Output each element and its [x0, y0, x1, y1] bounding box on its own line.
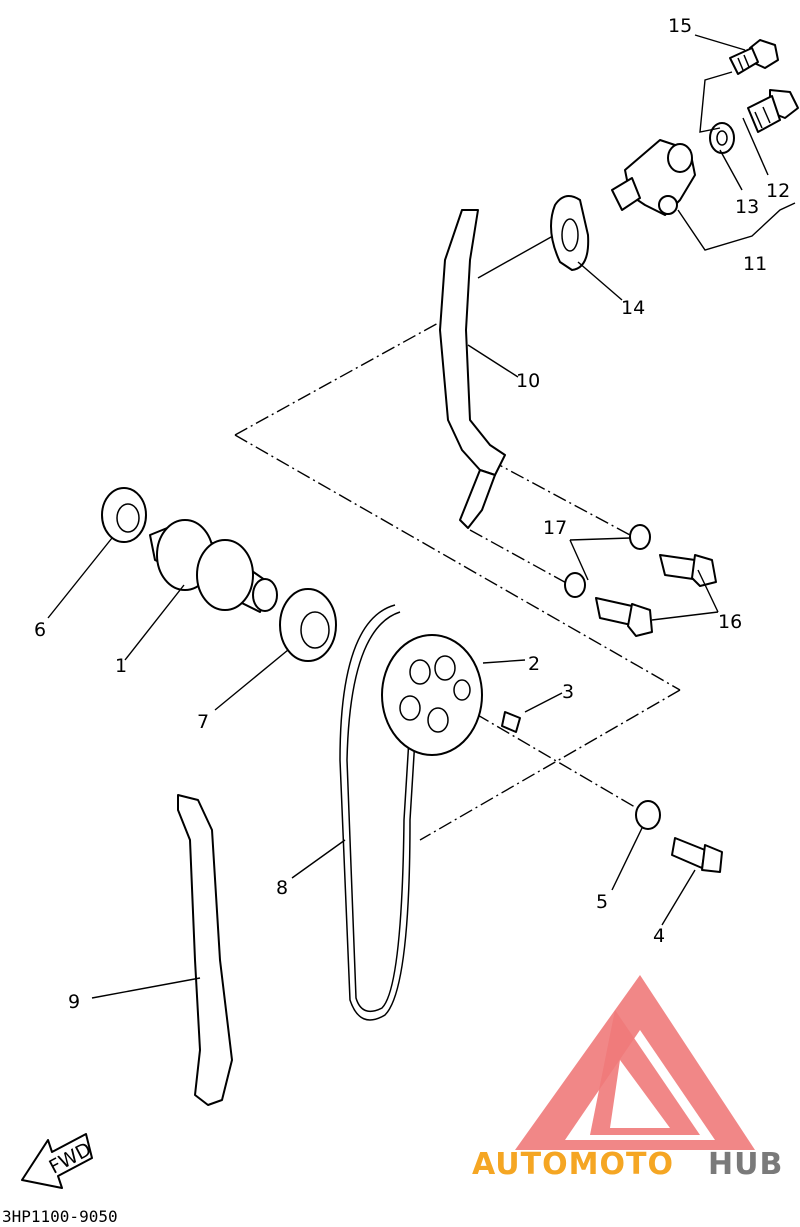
- drawing-code: 3HP1100-9050: [2, 1207, 118, 1226]
- camshaft-1: [149, 519, 278, 613]
- callout-15: 15: [668, 15, 692, 37]
- callout-8: 8: [276, 877, 288, 899]
- dowel-pin-3: [501, 711, 521, 733]
- bearing-7: [279, 588, 337, 662]
- bolt-15: [729, 39, 779, 75]
- callout-14: 14: [621, 297, 645, 319]
- callout-13: 13: [735, 196, 759, 218]
- callout-12: 12: [766, 180, 790, 202]
- bolt-4: [671, 837, 723, 873]
- timing-chain-8: [339, 604, 419, 1021]
- cam-sprocket-2: [381, 634, 483, 756]
- callout-4: 4: [653, 925, 665, 947]
- assembly-outline: [234, 231, 681, 841]
- washer-5: [635, 800, 661, 830]
- bearing-6: [101, 487, 147, 543]
- callout-9: 9: [68, 991, 80, 1013]
- callout-1: 1: [115, 655, 127, 677]
- tensioner-11: [611, 139, 696, 216]
- callout-3: 3: [562, 681, 574, 703]
- washer-17b: [564, 572, 586, 598]
- callout-10: 10: [516, 370, 540, 392]
- leader-lines: [47, 34, 796, 999]
- callout-7: 7: [197, 711, 209, 733]
- washer-17a: [629, 524, 651, 550]
- logo-text-hub: HUB: [708, 1147, 783, 1182]
- gasket-14: [550, 195, 590, 271]
- callout-5: 5: [596, 891, 608, 913]
- plug-12: [747, 89, 799, 133]
- callout-6: 6: [34, 619, 46, 641]
- automotohub-logo: [515, 975, 755, 1150]
- fwd-arrow-icon: FWD: [21, 1133, 95, 1189]
- callout-2: 2: [528, 653, 540, 675]
- chain-guide-9: [177, 794, 233, 1106]
- logo-text-automoto: AUTOMOTO: [472, 1147, 674, 1182]
- callout-11: 11: [743, 253, 767, 275]
- callout-16: 16: [718, 611, 742, 633]
- callout-17: 17: [543, 517, 567, 539]
- washer-13: [709, 122, 735, 154]
- bolts-16: [595, 554, 717, 637]
- tensioner-guide-10: [439, 209, 506, 529]
